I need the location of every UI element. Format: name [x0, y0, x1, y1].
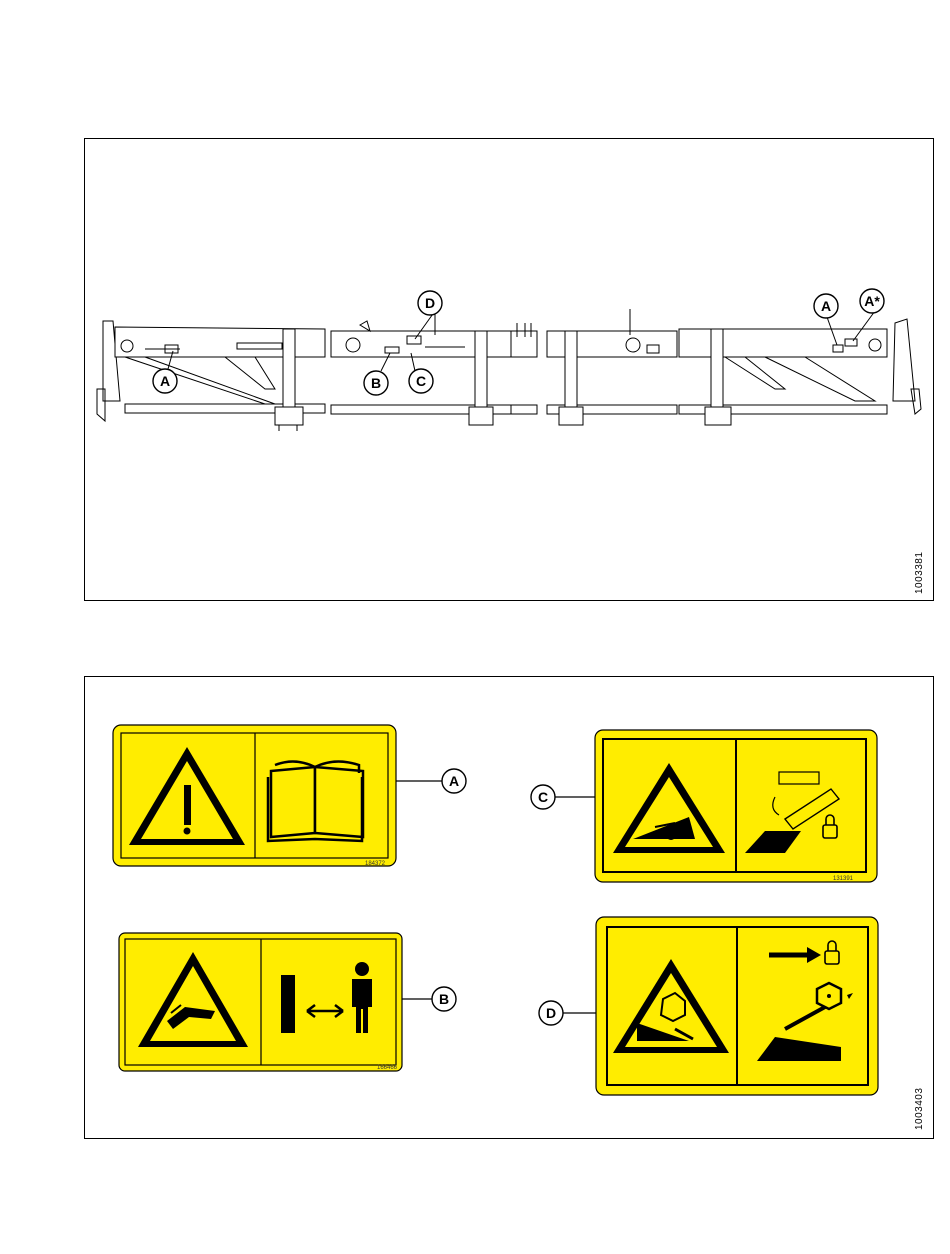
figure-number: 1003403 [914, 1088, 925, 1130]
decal-b: 166466 B [119, 933, 456, 1071]
decal-c-callout: C [538, 789, 548, 805]
decal-a-code: 184372 [365, 861, 386, 867]
decals-drawing: 184372 A 166466 B [85, 677, 935, 1140]
callout-a-label: A [160, 373, 170, 389]
figure-number: 1003381 [914, 552, 925, 594]
decal-c: 131391 C [531, 730, 877, 882]
callout-b: B [364, 371, 388, 395]
callout-a-star: A* [860, 289, 884, 313]
header-frame-drawing: A B C D A A* [85, 139, 935, 602]
callout-a-right: A [814, 294, 838, 318]
decal-c-code: 131391 [833, 876, 854, 882]
callout-c-label: C [416, 373, 426, 389]
callout-c: C [409, 369, 433, 393]
safety-decals-figure: 184372 A 166466 B [84, 676, 934, 1139]
decal-d-callout: D [546, 1005, 556, 1021]
header-frame-figure: A B C D A A* 1003381 [84, 138, 934, 601]
decal-b-code: 166466 [377, 1065, 398, 1071]
callout-d-label: D [425, 295, 435, 311]
callout-a-left: A [153, 369, 177, 393]
decal-a-callout: A [449, 773, 459, 789]
callout-b-label: B [371, 375, 381, 391]
callout-a-label: A [821, 298, 831, 314]
callout-a-star-label: A* [864, 293, 880, 309]
decal-d: D [539, 917, 878, 1095]
callout-d: D [418, 291, 442, 315]
decal-b-callout: B [439, 991, 449, 1007]
decal-a: 184372 A [113, 725, 466, 867]
operators-manual-icon [268, 761, 363, 841]
